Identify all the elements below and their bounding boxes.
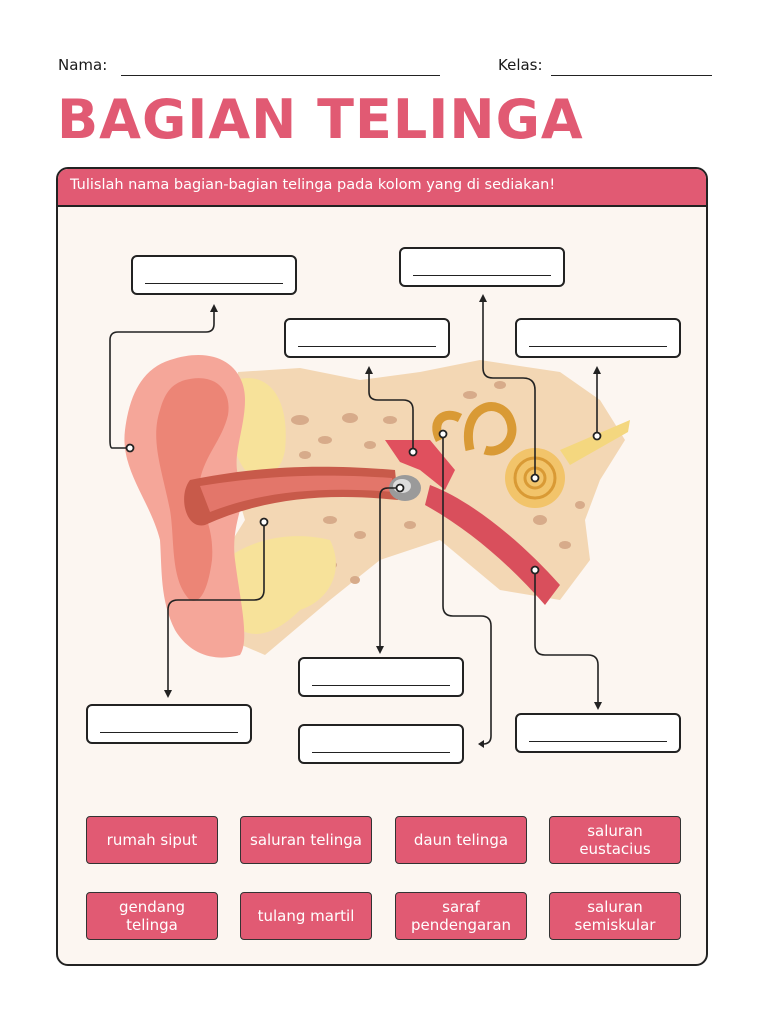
middle-ear <box>385 440 455 490</box>
answer-box-1[interactable] <box>131 255 297 295</box>
word-card[interactable]: daun telinga <box>395 816 527 864</box>
word-card[interactable]: saluran eustacius <box>549 816 681 864</box>
answer-box-6[interactable] <box>86 704 252 744</box>
class-label: Kelas: <box>498 56 543 74</box>
word-card[interactable]: saluran telinga <box>240 816 372 864</box>
word-card[interactable]: saluran semiskular <box>549 892 681 940</box>
answer-box-3[interactable] <box>284 318 450 358</box>
cartilage-lower <box>221 536 336 634</box>
name-label: Nama: <box>58 56 108 74</box>
pointer-dots <box>125 429 602 575</box>
word-card[interactable]: tulang martil <box>240 892 372 940</box>
word-card[interactable]: rumah siput <box>86 816 218 864</box>
arrowheads <box>164 294 602 748</box>
name-input-line[interactable] <box>121 75 440 76</box>
answer-box-8[interactable] <box>298 724 464 764</box>
semicircular-canals <box>432 402 517 456</box>
instruction-banner: Tulislah nama bagian-bagian telinga pada… <box>58 169 706 207</box>
answer-box-5[interactable] <box>298 657 464 697</box>
word-card[interactable]: gendang telinga <box>86 892 218 940</box>
answer-box-4[interactable] <box>515 318 681 358</box>
ear-canal-inner <box>200 475 394 512</box>
answer-box-7[interactable] <box>515 713 681 753</box>
answer-box-2[interactable] <box>399 247 565 287</box>
word-card[interactable]: saraf pendengaran <box>395 892 527 940</box>
auditory-nerve <box>560 420 630 465</box>
page-title: BAGIAN TELINGA <box>57 88 584 151</box>
class-input-line[interactable] <box>551 75 712 76</box>
connector-lines <box>109 300 599 745</box>
eustachian-tube <box>425 485 560 605</box>
